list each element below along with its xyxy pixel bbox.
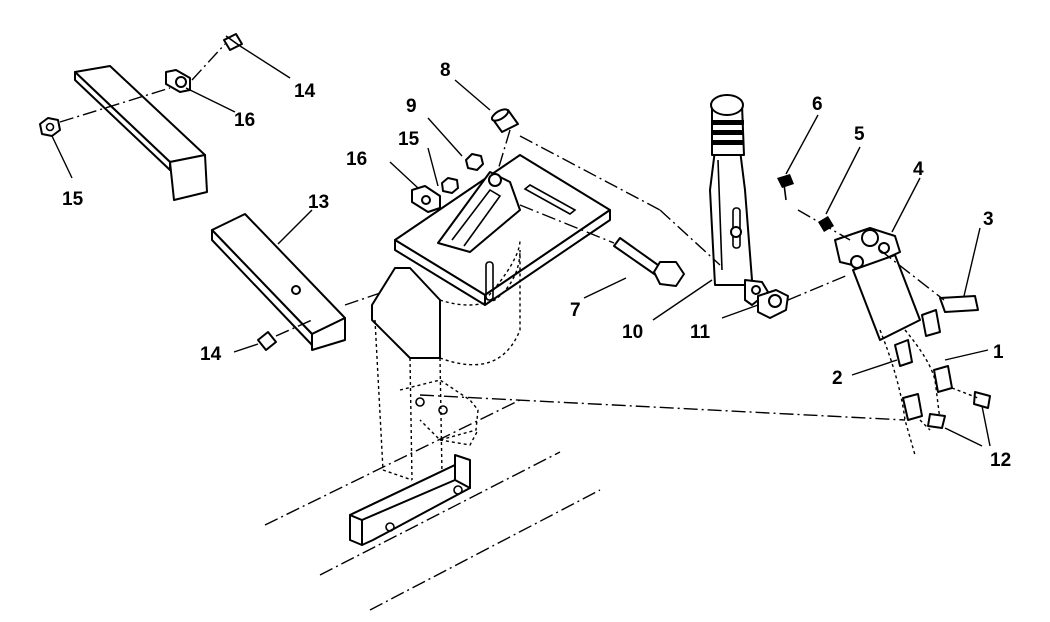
callout-10: 10	[622, 322, 643, 343]
callout-7: 7	[570, 300, 581, 321]
callout-3: 3	[983, 209, 994, 230]
callout-14-upper: 14	[294, 81, 316, 102]
frame-rails	[264, 399, 601, 611]
callout-2: 2	[832, 368, 843, 389]
callout-15-lower: 15	[398, 129, 420, 150]
bolt-7	[613, 237, 685, 287]
callout-labels: 1 2 3 4 5 6 7 8 9 10 11 12 13 14 14 15 1…	[62, 60, 1011, 471]
upper-angle-bracket	[74, 65, 208, 201]
clevis	[757, 289, 789, 319]
callout-8: 8	[440, 60, 451, 81]
callout-16-upper: 16	[234, 110, 255, 131]
cable-bracket	[834, 227, 921, 341]
nut-upper	[39, 117, 61, 137]
pedestal-tower	[371, 153, 611, 481]
pin	[490, 108, 519, 133]
bolt-3	[939, 295, 979, 313]
bolt-upper	[223, 33, 243, 51]
callout-13: 13	[308, 192, 329, 213]
callout-1: 1	[993, 342, 1004, 363]
bolt-lower	[257, 331, 277, 351]
callout-4: 4	[913, 159, 924, 180]
callout-16-lower: 16	[346, 149, 367, 170]
callout-6: 6	[812, 94, 823, 115]
callout-15-upper: 15	[62, 189, 84, 210]
bolt-6	[777, 174, 794, 201]
lower-angle-bracket	[211, 213, 346, 351]
callout-12: 12	[990, 450, 1011, 471]
cables	[879, 309, 991, 456]
handle-lever	[709, 94, 769, 306]
callout-14-lower: 14	[200, 344, 222, 365]
base-channel	[349, 454, 471, 546]
callout-9: 9	[406, 96, 417, 117]
callout-11: 11	[690, 322, 711, 343]
washer-5	[818, 216, 834, 232]
callout-5: 5	[854, 124, 865, 145]
leader-lines	[51, 45, 991, 447]
